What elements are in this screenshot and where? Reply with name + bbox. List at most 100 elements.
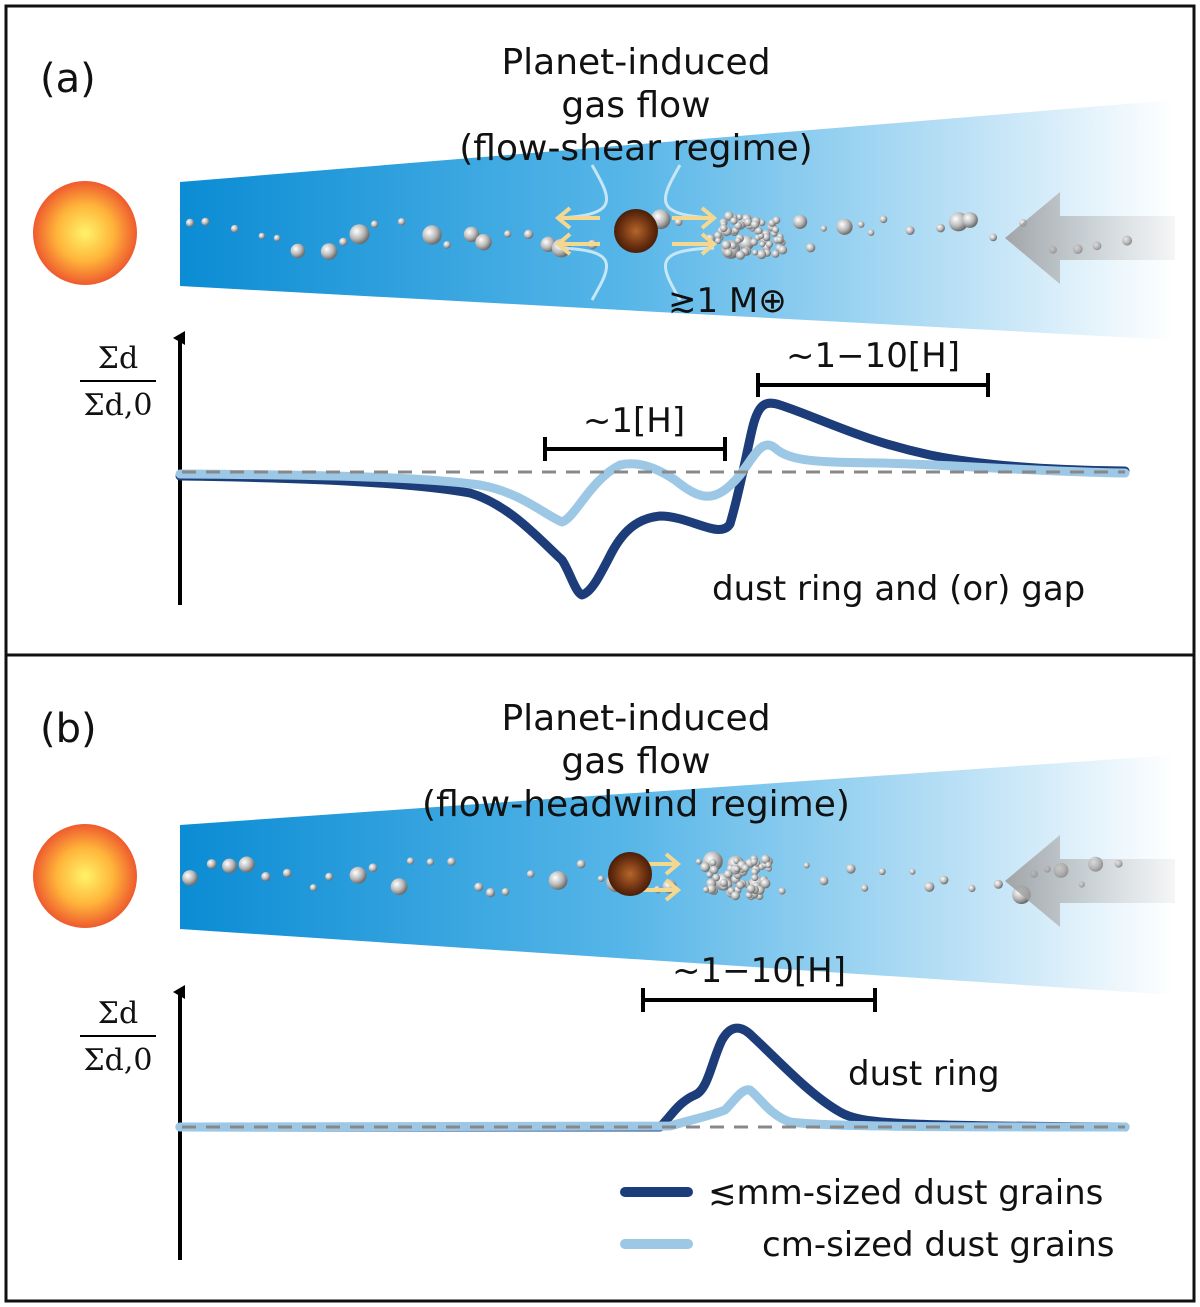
panel-b-disk <box>180 755 1175 995</box>
dust-grain <box>861 884 869 892</box>
panel-b-caption: dust ring <box>848 1054 1000 1094</box>
dust-grain <box>475 234 492 251</box>
dust-grain <box>370 220 379 228</box>
dust-grain <box>282 868 292 878</box>
dust-grain <box>230 224 239 233</box>
dust-grain <box>426 858 434 866</box>
dust-grain <box>760 878 771 889</box>
dust-grain <box>406 857 415 865</box>
dust-grain <box>724 248 733 257</box>
dust-grain <box>501 888 510 896</box>
dust-grain <box>778 887 786 895</box>
dust-grain <box>706 871 713 878</box>
dust-grain <box>273 234 281 242</box>
dust-grain <box>755 227 763 235</box>
panel-a-inflow-arrow <box>1005 192 1175 284</box>
panel-a-scale-gap-label: ~1[H] <box>583 401 685 441</box>
panel-b: (b) Planet-induced gas flow (flow-headwi… <box>33 698 1175 1265</box>
dust-grain <box>805 243 816 253</box>
panel-a-scale-gap <box>543 437 727 461</box>
panel-a-cm-curve <box>175 440 1130 527</box>
dust-grain <box>939 875 949 885</box>
panel-b-label: (b) <box>40 706 97 752</box>
dust-grain <box>723 869 733 879</box>
dust-grain <box>719 224 728 233</box>
dust-grain <box>759 241 766 248</box>
dust-grain <box>867 229 875 236</box>
dust-grain <box>201 217 210 226</box>
panel-a-planet <box>614 209 658 253</box>
dust-grain <box>719 878 728 887</box>
dust-grain <box>730 217 738 225</box>
dust-grain <box>857 221 865 228</box>
dust-grain <box>746 884 756 894</box>
dust-grain <box>712 873 720 882</box>
panel-b-title-line3: (flow-headwind regime) <box>422 784 850 825</box>
dust-grain <box>390 878 408 896</box>
dust-grain <box>879 215 888 224</box>
dust-grain <box>735 237 742 244</box>
panel-a-scale-ring-label: ~1−10[H] <box>786 336 960 376</box>
legend-mm-label: ≲mm-sized dust grains <box>708 1173 1103 1213</box>
dust-grain <box>745 891 753 899</box>
panel-a-mm-curve <box>175 398 1130 600</box>
dust-grain <box>733 866 740 873</box>
dust-grain <box>523 229 534 239</box>
dust-grain <box>878 868 886 876</box>
dust-grain <box>846 864 856 874</box>
dust-grain <box>320 243 338 260</box>
dust-grain <box>750 238 758 246</box>
dust-grain <box>576 859 586 869</box>
dust-grain <box>447 857 456 866</box>
dust-grain <box>820 225 827 232</box>
dust-grain <box>339 237 348 246</box>
dust-grain <box>772 226 780 234</box>
dust-grain <box>751 874 759 882</box>
dust-grain <box>735 250 746 260</box>
panel-a-label: (a) <box>40 56 96 102</box>
dust-grain <box>422 225 442 245</box>
dust-grain <box>368 863 378 873</box>
dust-grain <box>962 212 978 228</box>
dust-grain <box>703 886 709 893</box>
legend-cm-label: cm-sized dust grains <box>762 1225 1114 1265</box>
dust-grain <box>731 891 740 901</box>
panel-a-title-line1: Planet-induced <box>501 42 770 83</box>
dust-grain <box>695 858 702 865</box>
dust-grain <box>905 226 915 235</box>
dust-grain <box>936 223 945 233</box>
dust-grain <box>776 236 783 244</box>
dust-grain <box>715 237 722 244</box>
dust-grain <box>349 224 370 245</box>
panel-b-title-line2: gas flow <box>561 741 710 782</box>
dust-grain <box>750 220 760 229</box>
panel-a-mass-label: ≳1 M⊕ <box>668 281 787 321</box>
dust-grain <box>261 872 271 882</box>
panel-a-scale-ring <box>756 373 990 397</box>
dust-grain <box>526 870 535 878</box>
dust-grain <box>751 868 759 876</box>
legend: ≲mm-sized dust grains cm-sized dust grai… <box>620 1173 1114 1265</box>
panel-a-title-line3: (flow-shear regime) <box>459 128 812 169</box>
dust-grain <box>504 230 512 238</box>
dust-grain <box>762 233 771 242</box>
panel-b-planet <box>608 852 652 896</box>
panel-a: (a) Planet-induced gas flow (flow-shear … <box>33 42 1175 609</box>
dust-grain <box>597 875 605 882</box>
panel-a-ylabel-num: Σd <box>98 341 138 376</box>
panel-b-inflow-arrow <box>1005 835 1175 927</box>
dust-grain <box>548 871 568 890</box>
dust-grain <box>709 865 719 875</box>
dust-grain <box>736 214 743 221</box>
dust-grain <box>714 231 722 240</box>
dust-grain <box>485 888 496 898</box>
panel-b-ylabel-num: Σd <box>98 996 138 1031</box>
dust-grain <box>750 858 758 866</box>
dust-grain <box>709 859 717 867</box>
panel-b-title-line1: Planet-induced <box>501 698 770 739</box>
dust-grain <box>206 859 217 869</box>
dust-grain <box>819 876 829 886</box>
dust-grain <box>443 241 451 249</box>
dust-grain <box>349 866 367 884</box>
